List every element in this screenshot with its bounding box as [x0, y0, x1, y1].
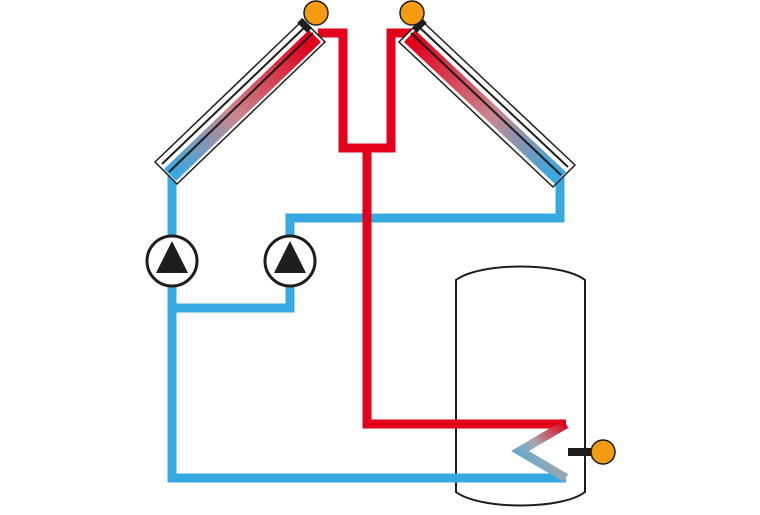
- right-circulation-pump: [263, 234, 317, 288]
- hot-water-storage-tank: [455, 265, 586, 507]
- left-pump-triangle-icon: [156, 241, 188, 273]
- right-collector-absorber: [404, 30, 566, 184]
- right-pump-triangle-icon: [274, 241, 306, 273]
- right-solar-collector: [397, 17, 577, 189]
- right-collector-sensor-mount: [411, 17, 427, 33]
- left-circulation-pump: [145, 234, 199, 288]
- right-collector-temperature-sensor: [399, 0, 425, 26]
- hot-flow-to-tank-pipe: [362, 148, 566, 429]
- tank-temperature-sensor: [590, 439, 616, 465]
- left-collector-sensor-mount: [297, 17, 313, 33]
- hot-flow-manifold: [318, 28, 412, 153]
- right-pump-branch-pipe: [172, 175, 565, 313]
- left-solar-collector: [153, 17, 327, 186]
- tank-heat-exchanger-coil: [511, 420, 569, 482]
- tank-sensor-probe: [568, 448, 594, 456]
- left-collector-temperature-sensor: [303, 0, 329, 26]
- left-collector-absorber: [164, 30, 321, 181]
- hot-flow-pipes: [318, 28, 566, 429]
